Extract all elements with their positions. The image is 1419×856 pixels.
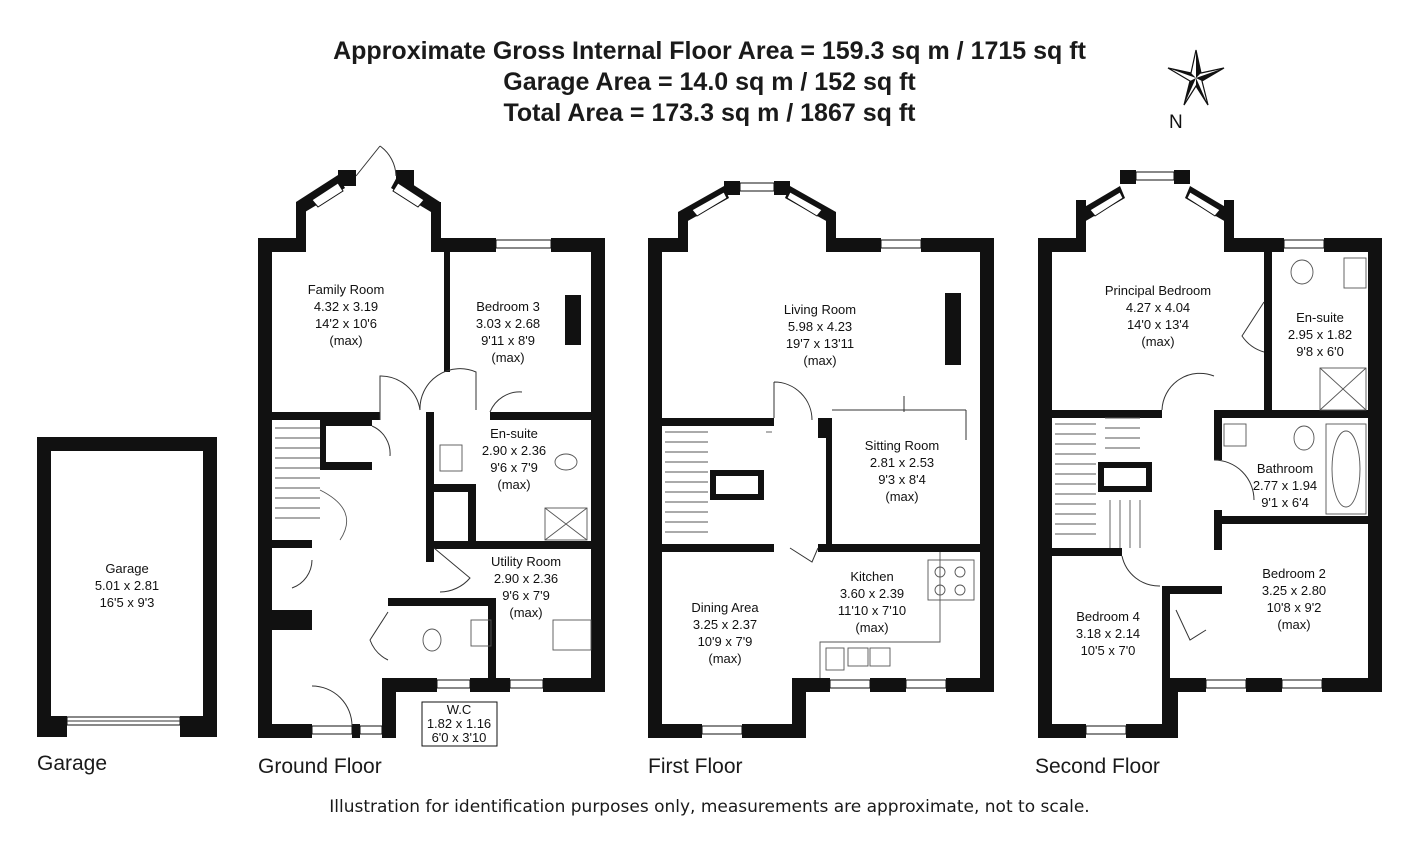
ensuite-second-imperial: 9'8 x 6'0 bbox=[1296, 344, 1344, 359]
garage-room-imperial: 16'5 x 9'3 bbox=[100, 595, 155, 610]
total-area-heading: Total Area = 173.3 sq m / 1867 sq ft bbox=[503, 99, 916, 127]
principal-bedroom-metric: 4.27 x 4.04 bbox=[1126, 300, 1190, 315]
bedroom3-note: (max) bbox=[491, 350, 524, 365]
ground-floor-label: Ground Floor bbox=[258, 755, 382, 778]
family-room-note: (max) bbox=[329, 333, 362, 348]
bedroom3-imperial: 9'11 x 8'9 bbox=[481, 333, 535, 348]
bathroom-imperial: 9'1 x 6'4 bbox=[1261, 495, 1309, 510]
living-room-note: (max) bbox=[803, 353, 836, 368]
bedroom4-name: Bedroom 4 bbox=[1076, 609, 1140, 624]
second-floor-plan bbox=[1038, 170, 1382, 738]
ensuite-ground-name: En-suite bbox=[490, 426, 538, 441]
sitting-room-imperial: 9'3 x 8'4 bbox=[878, 472, 926, 487]
ensuite-second-metric: 2.95 x 1.82 bbox=[1288, 327, 1352, 342]
utility-room-name: Utility Room bbox=[491, 554, 561, 569]
kitchen-note: (max) bbox=[855, 620, 888, 635]
garage-room-name: Garage bbox=[105, 561, 148, 576]
second-floor-label: Second Floor bbox=[1035, 755, 1160, 778]
principal-bedroom-imperial: 14'0 x 13'4 bbox=[1127, 317, 1189, 332]
disclaimer-footer: Illustration for identification purposes… bbox=[329, 797, 1090, 817]
first-floor-label: First Floor bbox=[648, 755, 743, 778]
living-room-metric: 5.98 x 4.23 bbox=[788, 319, 852, 334]
compass-rose-icon bbox=[1167, 49, 1225, 106]
kitchen-imperial: 11'10 x 7'10 bbox=[838, 603, 906, 618]
bedroom3-name: Bedroom 3 bbox=[476, 299, 540, 314]
wc-metric: 1.82 x 1.16 bbox=[427, 716, 491, 731]
garage-plan bbox=[37, 437, 217, 737]
kitchen-name: Kitchen bbox=[850, 569, 893, 584]
gross-area-heading: Approximate Gross Internal Floor Area = … bbox=[333, 37, 1086, 65]
utility-room-imperial: 9'6 x 7'9 bbox=[502, 588, 550, 603]
ensuite-ground-imperial: 9'6 x 7'9 bbox=[490, 460, 538, 475]
compass-north-label: N bbox=[1169, 112, 1183, 133]
dining-area-metric: 3.25 x 2.37 bbox=[693, 617, 757, 632]
bedroom2-imperial: 10'8 x 9'2 bbox=[1267, 600, 1322, 615]
ensuite-ground-metric: 2.90 x 2.36 bbox=[482, 443, 546, 458]
bedroom2-metric: 3.25 x 2.80 bbox=[1262, 583, 1326, 598]
living-room-name: Living Room bbox=[784, 302, 856, 317]
garage-area-heading: Garage Area = 14.0 sq m / 152 sq ft bbox=[503, 68, 916, 96]
first-floor-plan bbox=[648, 181, 994, 738]
kitchen-metric: 3.60 x 2.39 bbox=[840, 586, 904, 601]
utility-room-note: (max) bbox=[509, 605, 542, 620]
principal-bedroom-note: (max) bbox=[1141, 334, 1174, 349]
dining-area-imperial: 10'9 x 7'9 bbox=[698, 634, 753, 649]
bedroom3-metric: 3.03 x 2.68 bbox=[476, 316, 540, 331]
bathroom-name: Bathroom bbox=[1257, 461, 1313, 476]
living-room-imperial: 19'7 x 13'11 bbox=[786, 336, 854, 351]
wc-name: W.C bbox=[447, 702, 472, 717]
principal-bedroom-name: Principal Bedroom bbox=[1105, 283, 1211, 298]
dining-area-name: Dining Area bbox=[691, 600, 759, 615]
bathroom-metric: 2.77 x 1.94 bbox=[1253, 478, 1317, 493]
family-room-name: Family Room bbox=[308, 282, 385, 297]
bedroom2-note: (max) bbox=[1277, 617, 1310, 632]
dining-area-note: (max) bbox=[708, 651, 741, 666]
ensuite-ground-note: (max) bbox=[497, 477, 530, 492]
wc-imperial: 6'0 x 3'10 bbox=[432, 730, 487, 745]
sitting-room-name: Sitting Room bbox=[865, 438, 939, 453]
wc-label-box bbox=[421, 701, 498, 747]
bedroom4-metric: 3.18 x 2.14 bbox=[1076, 626, 1140, 641]
bedroom4-imperial: 10'5 x 7'0 bbox=[1081, 643, 1136, 658]
sitting-room-note: (max) bbox=[885, 489, 918, 504]
garage-floor-label: Garage bbox=[37, 752, 108, 775]
bedroom2-name: Bedroom 2 bbox=[1262, 566, 1326, 581]
family-room-metric: 4.32 x 3.19 bbox=[314, 299, 378, 314]
ensuite-second-name: En-suite bbox=[1296, 310, 1344, 325]
garage-room-metric: 5.01 x 2.81 bbox=[95, 578, 159, 593]
utility-room-metric: 2.90 x 2.36 bbox=[494, 571, 558, 586]
sitting-room-metric: 2.81 x 2.53 bbox=[870, 455, 934, 470]
ground-floor-plan bbox=[258, 145, 605, 738]
family-room-imperial: 14'2 x 10'6 bbox=[315, 316, 377, 331]
